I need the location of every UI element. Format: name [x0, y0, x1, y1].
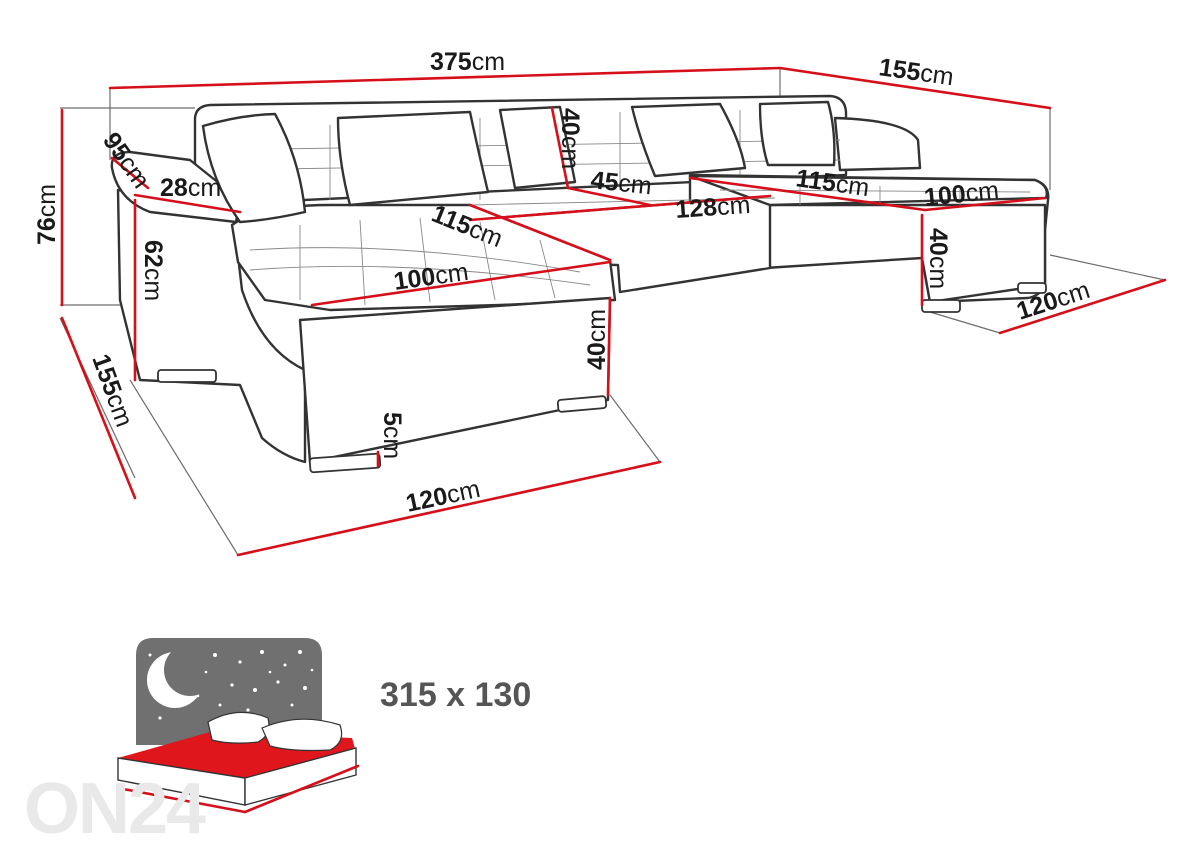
label-right-seat-height: 40cm [924, 228, 952, 289]
label-middle-width: 128cm [674, 191, 751, 224]
moon-icon [147, 644, 216, 708]
back-cushions [201, 100, 836, 224]
label-total-length: 375cm [430, 48, 505, 76]
label-left-chaise-width: 100cm [392, 258, 470, 296]
stars-icon [148, 650, 314, 720]
dimension-lines [60, 66, 1167, 557]
pillow-icon [207, 711, 343, 752]
sofa-legs [157, 282, 1047, 474]
label-total-height: 76cm [33, 184, 61, 245]
label-right-chaise-width: 100cm [923, 176, 1001, 212]
label-right-depth: 155cm [877, 53, 955, 91]
label-armrest-width: 28cm [160, 174, 221, 202]
label-left-seat-height: 40cm [583, 309, 611, 370]
on24-watermark: ON24 [24, 769, 206, 849]
label-left-front-width: 120cm [403, 475, 482, 518]
label-back-height: 40cm [556, 108, 584, 169]
sleeping-function-icon [116, 638, 360, 814]
label-armrest-height: 62cm [139, 240, 167, 301]
label-back-depth: 45cm [589, 166, 653, 200]
label-leg-height: 5cm [378, 412, 406, 459]
label-right-chaise-length: 115cm [794, 164, 871, 202]
sleeping-area-size: 315 x 130 [380, 676, 532, 714]
